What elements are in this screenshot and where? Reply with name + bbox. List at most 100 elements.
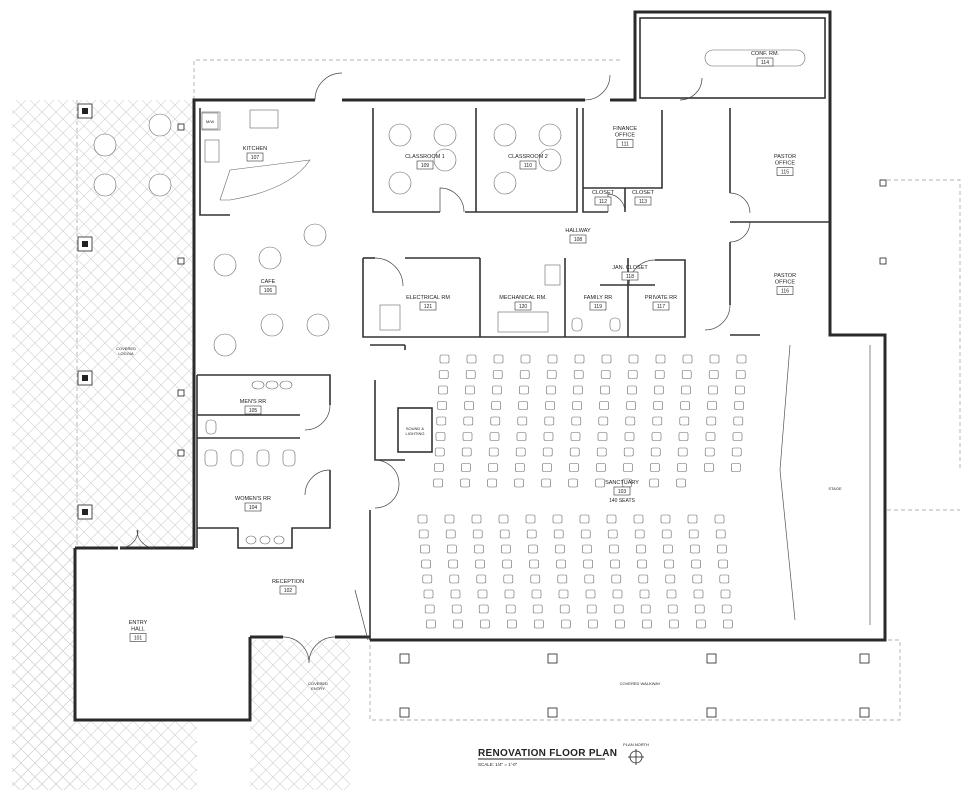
chair: [478, 604, 489, 614]
chair: [596, 447, 607, 457]
room-number-kitchen: 107: [251, 155, 260, 161]
chair: [555, 544, 565, 554]
chair: [569, 463, 579, 472]
chair: [542, 463, 552, 472]
chair: [423, 589, 434, 599]
loggia-columns: [77, 103, 887, 718]
chair: [462, 432, 473, 441]
room-number-box-closet1: [594, 196, 612, 206]
chair: [553, 529, 564, 539]
chair: [663, 544, 673, 554]
chair: [420, 544, 430, 554]
room-number-box-reception: [279, 585, 297, 595]
exterior-walls: [73, 10, 887, 722]
stage-label: STAGE: [828, 486, 842, 491]
chair: [463, 416, 474, 426]
chair: [557, 574, 568, 584]
restroom-fixtures: [204, 317, 621, 545]
chair: [572, 401, 582, 410]
chair: [650, 463, 660, 472]
chair: [679, 416, 690, 426]
chair: [503, 574, 514, 584]
room-name-pastor2: OFFICE: [775, 280, 795, 286]
room-name-mensrr: MEN'S RR: [240, 399, 266, 405]
sound-lighting-label: SOUND &LIGHTING: [406, 426, 425, 436]
chair: [655, 354, 666, 364]
chair: [518, 401, 528, 410]
chair: [492, 385, 502, 395]
chair: [426, 619, 436, 629]
room-name-cafe: CAFE: [261, 279, 276, 285]
chair: [642, 619, 652, 629]
chair: [519, 385, 529, 395]
room-name-sanctuary: SANCTUARY: [605, 480, 639, 486]
classroom-tables: [388, 123, 562, 195]
building-footprint: [75, 12, 885, 720]
room-name-entry: ENTRY: [129, 620, 148, 626]
chair: [661, 529, 672, 539]
chair: [736, 354, 747, 364]
chair: [480, 619, 490, 629]
chair: [735, 385, 745, 395]
room-number-box-finance: [616, 139, 634, 148]
chair: [654, 370, 665, 379]
chair: [676, 478, 686, 488]
room-name-privaterr: PRIVATE RR: [645, 295, 677, 301]
chair: [598, 416, 609, 426]
chair: [515, 447, 526, 457]
chair: [717, 544, 727, 554]
chair: [544, 416, 555, 426]
chair: [625, 416, 636, 426]
chair: [709, 354, 720, 364]
chair: [708, 385, 718, 395]
chair: [529, 559, 539, 569]
room-note-sanctuary: 140 SEATS: [609, 498, 635, 504]
chair: [731, 463, 741, 472]
chair: [691, 559, 701, 569]
room-number-box-privaterr: [652, 301, 670, 311]
chair: [545, 401, 555, 410]
chair: [649, 478, 659, 488]
room-number-conf: 114: [761, 60, 769, 66]
chair: [460, 478, 470, 488]
chair: [449, 574, 460, 584]
chair: [731, 447, 742, 457]
room-name-class2: CLASSROOM 2: [508, 154, 548, 160]
chair: [666, 589, 677, 599]
chair: [667, 604, 678, 614]
room-name-electrical: ELECTRICAL RM: [406, 295, 450, 301]
covered-walkway-label: COVERED WALKWAY: [620, 681, 661, 686]
chair: [472, 529, 483, 539]
chair: [436, 416, 447, 426]
chair: [719, 574, 730, 584]
chair: [525, 514, 536, 524]
chair: [637, 559, 647, 569]
chair: [610, 559, 620, 569]
chair: [693, 589, 704, 599]
chair: [583, 559, 593, 569]
chair: [612, 589, 623, 599]
chair: [434, 463, 444, 472]
chair: [660, 514, 671, 524]
plan-scale: SCALE: 1/4" = 1'-0": [478, 762, 518, 767]
chair: [624, 432, 635, 441]
chair: [421, 559, 431, 569]
sanctuary-seating: [417, 354, 747, 629]
chair: [694, 604, 705, 614]
chair: [422, 574, 433, 584]
chair: [471, 514, 482, 524]
chair: [600, 385, 610, 395]
room-name-janitor: JAN. CLOSET: [612, 265, 648, 271]
chair: [514, 478, 524, 488]
room-number-familyrr: 119: [594, 304, 602, 310]
chair: [707, 401, 717, 410]
chair: [547, 354, 558, 364]
chair: [735, 370, 746, 379]
chair: [681, 385, 691, 395]
chair: [599, 401, 609, 410]
chair: [433, 478, 443, 488]
room-name-entry: HALL: [131, 627, 145, 633]
